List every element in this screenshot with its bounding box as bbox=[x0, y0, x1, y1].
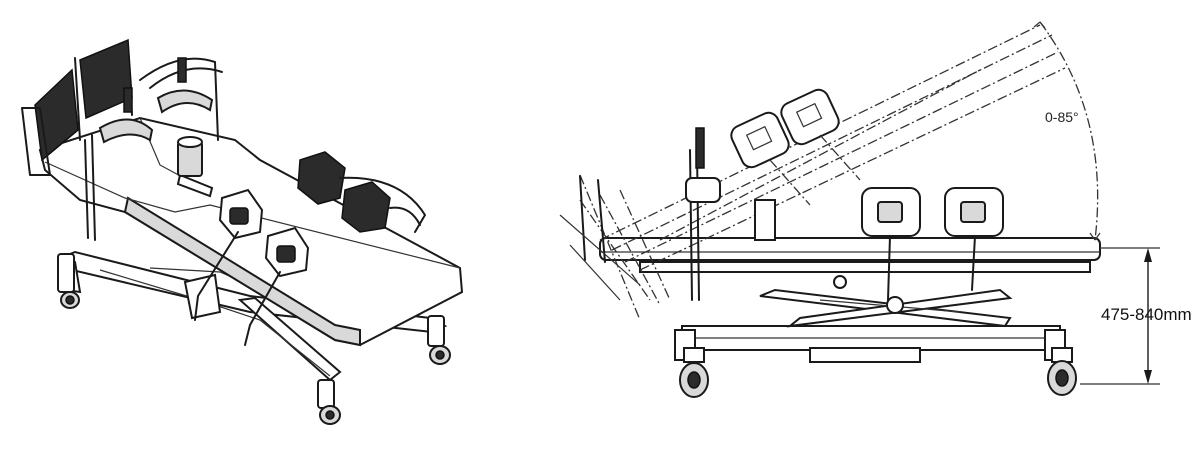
iso-caster-rear-left bbox=[317, 379, 341, 425]
angle-arc bbox=[1033, 21, 1101, 241]
iso-side-rails bbox=[84, 57, 223, 241]
isometric-bed-view bbox=[21, 38, 464, 425]
side-head-post bbox=[685, 127, 776, 301]
iso-leg-supports bbox=[98, 89, 214, 144]
side-caster-left bbox=[679, 347, 709, 398]
iso-foot-pads bbox=[194, 188, 310, 346]
side-scissor-lift bbox=[759, 275, 1013, 328]
side-tilted-back-positions bbox=[579, 24, 1066, 321]
iso-lift-column bbox=[183, 273, 222, 320]
iso-armrest-pads bbox=[297, 151, 426, 233]
side-head-mechanism bbox=[559, 175, 691, 301]
iso-caster-front-left bbox=[57, 253, 80, 309]
angle-range-label: 0-85° bbox=[1045, 109, 1079, 125]
iso-caster-rear-right bbox=[427, 315, 451, 365]
height-dimension bbox=[1080, 247, 1160, 385]
side-mattress-deck bbox=[599, 237, 1101, 273]
side-base-frame bbox=[674, 325, 1066, 363]
iso-headboard bbox=[21, 38, 133, 176]
side-upright-pads bbox=[861, 187, 1004, 301]
side-caster-right bbox=[1047, 347, 1077, 396]
height-range-label: 475-840mm bbox=[1101, 305, 1192, 324]
iso-cylinder bbox=[177, 136, 203, 177]
side-tilted-pads bbox=[730, 88, 861, 206]
side-bed-view: 0-85° 475-840mm bbox=[559, 21, 1192, 398]
